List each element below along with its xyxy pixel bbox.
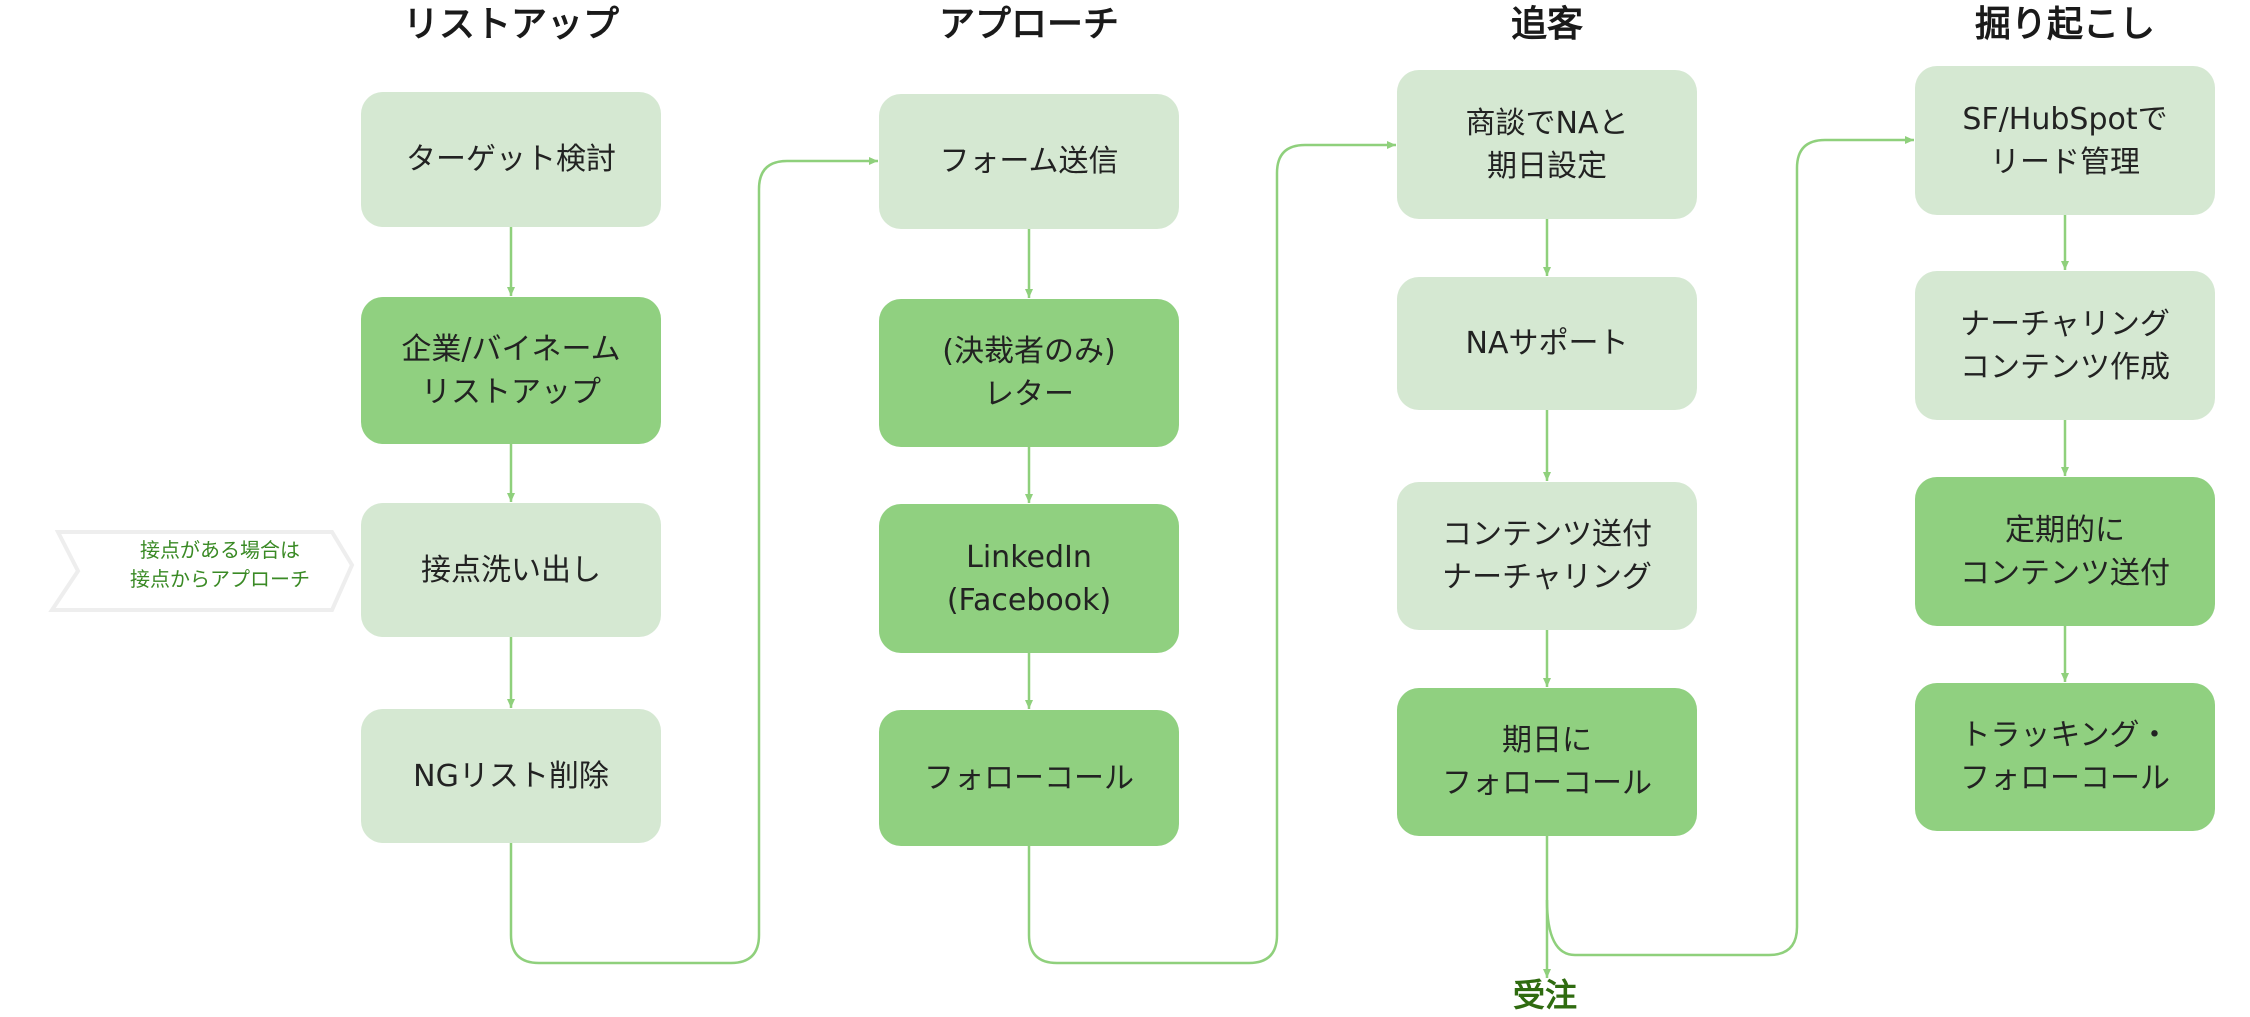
node-due-call: 期日に フォローコール xyxy=(1397,688,1697,836)
node-label: NAサポート xyxy=(1465,326,1629,361)
node-listup: 企業/バイネーム リストアップ xyxy=(361,297,661,444)
node-followcall: フォローコール xyxy=(879,710,1179,846)
connector-ng-form xyxy=(509,157,878,965)
node-label: SF/HubSpotで リード管理 xyxy=(1962,101,2168,180)
column-title-approach: アプローチ xyxy=(938,4,1119,45)
connector-due-call-sf-lead xyxy=(1545,136,1914,957)
column-title-listup: リストアップ xyxy=(402,4,619,45)
node-sf-lead: SF/HubSpotで リード管理 xyxy=(1915,66,2215,215)
node-tracking: トラッキング・ フォローコール xyxy=(1915,683,2215,831)
node-label: ナーチャリング コンテンツ作成 xyxy=(1960,306,2170,385)
node-label: 商談でNAと 期日設定 xyxy=(1465,105,1629,184)
node-label: コンテンツ送付 ナーチャリング xyxy=(1442,517,1652,595)
node-label: (決裁者のみ) レター xyxy=(942,334,1116,412)
node-label: 企業/バイネーム リストアップ xyxy=(401,331,621,410)
node-na-support: NAサポート xyxy=(1397,277,1697,410)
side-note-chevron xyxy=(48,530,355,612)
node-label: フォーム送信 xyxy=(939,144,1119,179)
side-note: 接点がある場合は 接点からアプローチ xyxy=(130,538,310,591)
node-periodic: 定期的に コンテンツ送付 xyxy=(1915,477,2215,626)
node-label: 接点洗い出し xyxy=(421,552,601,588)
node-label: トラッキング・ フォローコール xyxy=(1960,718,2170,796)
node-label: LinkedIn (Facebook) xyxy=(946,539,1112,618)
node-target: ターゲット検討 xyxy=(361,92,661,227)
node-label: 定期的に コンテンツ送付 xyxy=(1960,512,2170,591)
node-form: フォーム送信 xyxy=(879,94,1179,229)
node-label: フォローコール xyxy=(924,760,1134,796)
column-title-followup: 追客 xyxy=(1510,4,1583,45)
end-label-order: 受注 xyxy=(1512,976,1577,1014)
node-na-date: 商談でNAと 期日設定 xyxy=(1397,70,1697,219)
node-ng: NGリスト削除 xyxy=(361,709,661,843)
node-label: ターゲット検討 xyxy=(406,142,616,177)
node-label: NGリスト削除 xyxy=(413,758,609,794)
node-label: 期日に フォローコール xyxy=(1442,723,1652,801)
node-nurture: ナーチャリング コンテンツ作成 xyxy=(1915,271,2215,420)
connector-followcall-na-date xyxy=(1027,141,1396,965)
node-contact: 接点洗い出し xyxy=(361,503,661,637)
node-letter: (決裁者のみ) レター xyxy=(879,299,1179,447)
node-content-send: コンテンツ送付 ナーチャリング xyxy=(1397,482,1697,630)
node-linkedin: LinkedIn (Facebook) xyxy=(879,504,1179,653)
column-title-revival: 掘り起こし xyxy=(1974,4,2155,45)
